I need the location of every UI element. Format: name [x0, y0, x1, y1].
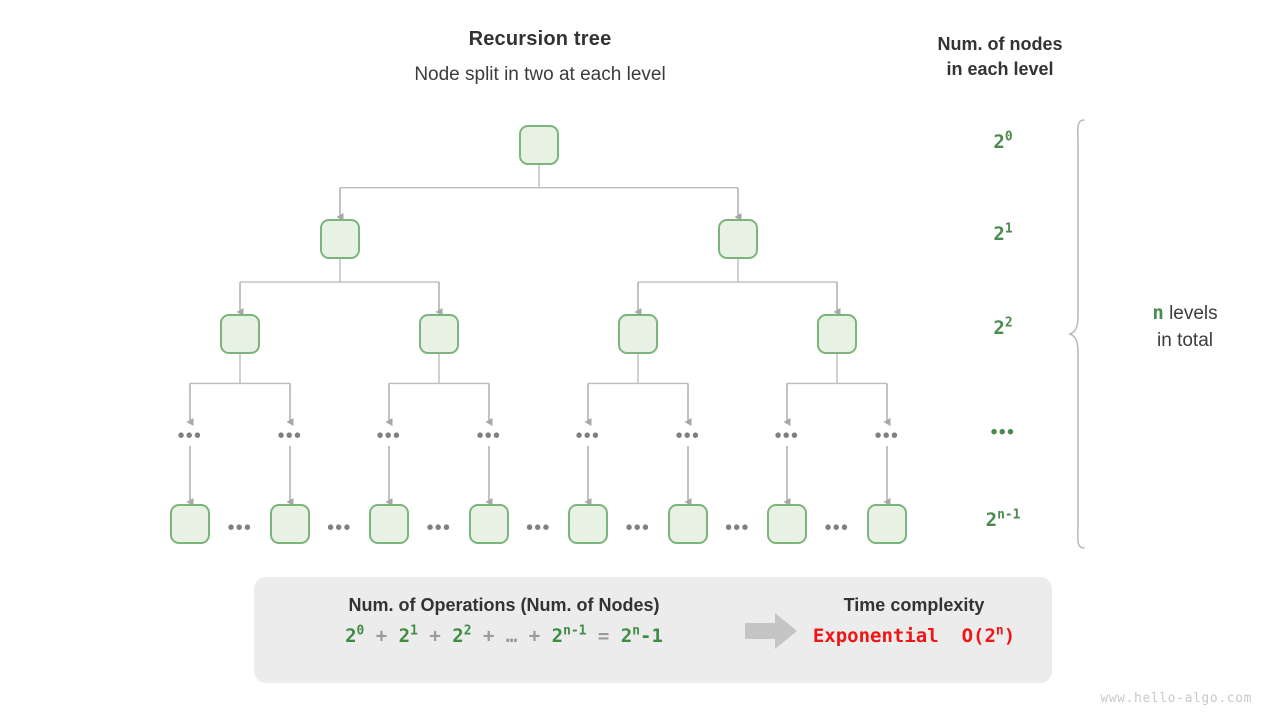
total-levels-label: n levels in total	[1100, 300, 1270, 354]
operations-block: Num. of Operations (Num. of Nodes) 20 + …	[274, 591, 734, 653]
nodes-per-level-header-line2: in each level	[946, 59, 1054, 79]
formula-term: 2n-1	[620, 623, 663, 647]
level-count-base: •••	[990, 422, 1016, 443]
tree-node-separator-ellipsis: •••	[625, 517, 651, 539]
tree-ellipsis: •••	[376, 425, 402, 447]
tree-node-separator-ellipsis: •••	[227, 517, 253, 539]
level-count-exponent: n-1	[997, 507, 1021, 523]
summary-panel: Num. of Operations (Num. of Nodes) 20 + …	[254, 577, 1052, 683]
levels-variable: n	[1152, 302, 1164, 324]
formula-operator: +	[375, 625, 388, 647]
tree-ellipsis: •••	[874, 425, 900, 447]
levels-brace-icon	[1068, 119, 1085, 549]
level-count-exponent: 1	[1004, 221, 1013, 237]
tree-node	[767, 504, 807, 544]
tree-node	[718, 219, 758, 259]
tree-ellipsis: •••	[575, 425, 601, 447]
level-count-label: 22	[960, 317, 1046, 339]
level-count-base: 2	[993, 317, 1005, 339]
tree-ellipsis: •••	[476, 425, 502, 447]
level-count-exponent: 2	[1004, 315, 1013, 331]
level-count-label: 20	[960, 131, 1046, 153]
level-count-base: 2	[993, 131, 1005, 153]
tree-node-separator-ellipsis: •••	[426, 517, 452, 539]
tree-node	[817, 314, 857, 354]
level-count-base: 2	[985, 509, 998, 531]
levels-total-word: in total	[1157, 330, 1213, 351]
page-title: Recursion tree	[468, 28, 612, 50]
tree-node	[170, 504, 210, 544]
tree-node	[568, 504, 608, 544]
nodes-per-level-header: Num. of nodes in each level	[905, 32, 1095, 82]
formula-exponent: 1	[410, 623, 418, 639]
tree-node	[220, 314, 260, 354]
formula-exponent: n	[632, 623, 641, 639]
formula-term: 20	[345, 623, 365, 647]
formula-operator: …	[505, 625, 518, 647]
tree-node	[469, 504, 509, 544]
tree-ellipsis: •••	[675, 425, 701, 447]
tree-node-separator-ellipsis: •••	[725, 517, 750, 539]
formula-exponent: 2	[463, 623, 472, 639]
formula-operator: +	[429, 625, 441, 647]
complexity-value: Exponential O(2n)	[794, 619, 1034, 653]
page-subtitle: Node split in two at each level	[414, 64, 666, 85]
level-count-base: 2	[993, 223, 1005, 245]
tree-node	[668, 504, 708, 544]
formula-term: 21	[398, 623, 418, 647]
tree-node-separator-ellipsis: •••	[526, 517, 551, 539]
tree-node	[419, 314, 459, 354]
tree-ellipsis: •••	[277, 425, 303, 447]
tree-node	[369, 504, 409, 544]
complexity-notation: O(2n)	[961, 623, 1016, 647]
complexity-name: Exponential	[812, 625, 939, 647]
levels-word: levels	[1169, 303, 1218, 324]
tree-node	[867, 504, 907, 544]
tree-node	[618, 314, 658, 354]
operations-formula: 20 + 21 + 22 + … + 2n-1 = 2n-1	[274, 619, 734, 653]
operations-heading: Num. of Operations (Num. of Nodes)	[348, 595, 660, 615]
complexity-heading: Time complexity	[843, 595, 985, 615]
tree-node	[519, 125, 559, 165]
formula-operator: =	[597, 625, 610, 647]
tree-node	[270, 504, 310, 544]
right-arrow-icon	[745, 613, 797, 649]
formula-term: 22	[452, 623, 472, 647]
nodes-per-level-header-line1: Num. of nodes	[937, 34, 1063, 54]
formula-operator: +	[528, 625, 541, 647]
tree-node-separator-ellipsis: •••	[824, 517, 850, 539]
level-count-exponent: 0	[1004, 129, 1013, 145]
level-count-label: 21	[960, 223, 1046, 245]
tree-ellipsis: •••	[774, 425, 800, 447]
formula-operator: +	[482, 625, 495, 647]
tree-node	[320, 219, 360, 259]
complexity-block: Time complexity Exponential O(2n)	[794, 591, 1034, 653]
level-count-ellipsis: •••	[960, 422, 1046, 444]
tree-node-separator-ellipsis: •••	[327, 517, 352, 539]
formula-exponent: 0	[356, 623, 365, 639]
formula-term: 2n-1	[551, 623, 587, 647]
tree-ellipsis: •••	[177, 425, 203, 447]
formula-exponent: n-1	[563, 623, 587, 639]
watermark: www.hello-algo.com	[1100, 691, 1252, 706]
level-count-label: 2n-1	[960, 509, 1046, 531]
